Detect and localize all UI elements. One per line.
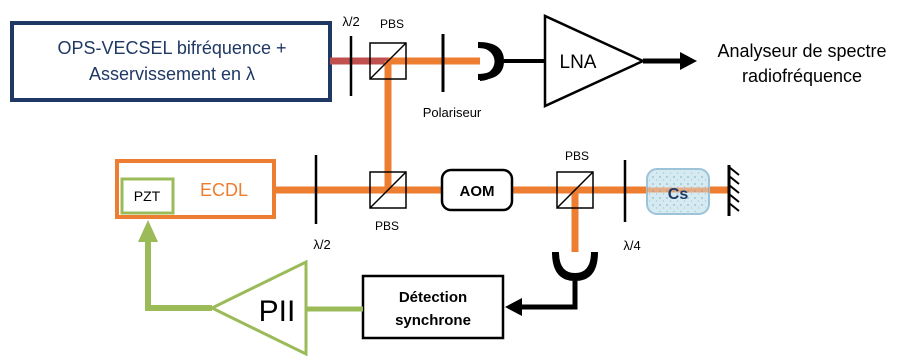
mirror-hatching	[728, 166, 740, 212]
polarizer-label: Polariseur	[423, 105, 482, 120]
pbs-top	[369, 42, 407, 80]
laser-source-label-line2: Asservissement en λ	[89, 64, 255, 84]
photodetector-top-body	[478, 42, 504, 80]
pbs-bottom-right-diagonal	[556, 171, 594, 209]
arrow-to-analyzer	[680, 52, 697, 70]
pbs-bottom-left	[369, 171, 407, 209]
half-wave-plate-bottom-label: λ/2	[313, 237, 330, 252]
detection-label-line1: Détection	[399, 289, 467, 306]
pbs-bottom-right	[556, 171, 594, 209]
laser-source-label-line1: OPS-VECSEL bifréquence +	[58, 38, 287, 58]
aom-label: AOM	[460, 183, 495, 200]
cs-label: Cs	[668, 186, 689, 203]
pbs-top-diagonal	[369, 42, 407, 80]
pii-controller	[208, 259, 308, 357]
analyzer-label-line1: Analyseur de spectre	[717, 41, 886, 61]
pii-label: PII	[259, 295, 296, 328]
arrow-to-detection	[505, 298, 522, 316]
ecdl-label: ECDL	[200, 180, 248, 200]
pbs-bottom-right-label: PBS	[565, 149, 589, 163]
laser-source-box	[10, 21, 332, 102]
quarter-wave-plate-label: λ/4	[623, 238, 640, 253]
half-wave-plate-top-label: λ/2	[342, 14, 359, 29]
analyzer-label-line2: radiofréquence	[742, 66, 862, 86]
pzt-box	[120, 177, 175, 215]
detection-label-line2: synchrone	[395, 312, 471, 329]
pbs-bottom-left-label: PBS	[375, 219, 399, 233]
lna-label: LNA	[560, 52, 597, 73]
signal-to-detection	[520, 281, 578, 310]
pbs-top-label: PBS	[380, 17, 404, 31]
detection-synchrone-box	[361, 274, 505, 340]
pbs-bottom-left-diagonal	[369, 171, 407, 209]
arrow-to-pzt	[138, 220, 158, 242]
photodetector-bottom	[552, 252, 598, 281]
pzt-label: PZT	[134, 188, 161, 204]
lna-amplifier	[543, 14, 646, 108]
green-feedback-to-pzt	[145, 240, 212, 311]
aom-box	[440, 168, 514, 212]
